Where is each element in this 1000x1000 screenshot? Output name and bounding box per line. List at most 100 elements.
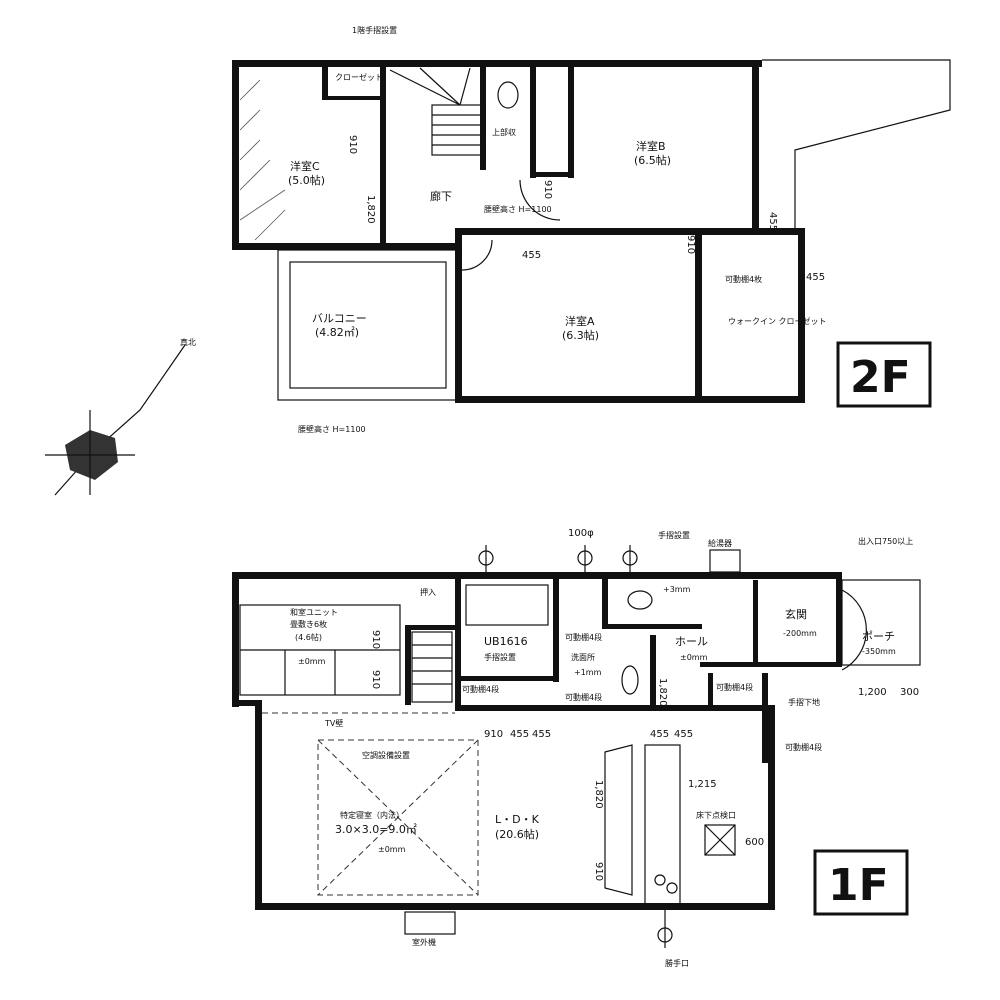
- label-shelves: 可動棚4段: [716, 682, 753, 692]
- note-handrail-base: 手摺下地: [788, 697, 820, 707]
- label-shelves: 可動棚4段: [565, 692, 602, 702]
- wall: [255, 903, 775, 910]
- note-bath-handrail: 手摺設置: [484, 652, 516, 662]
- note-aircon: 空調設備設置: [362, 750, 410, 760]
- balcony-outline: [277, 249, 459, 401]
- dimension: 455: [650, 729, 669, 740]
- label-pipe-diameter: 100φ: [568, 528, 594, 539]
- level-toilet: +3mm: [663, 585, 691, 594]
- label-shelves: 可動棚4段: [785, 742, 822, 752]
- kitchen-cabinet: [604, 744, 633, 896]
- room-bath: UB1616: [484, 635, 528, 648]
- room-oshiire: 押入: [420, 587, 436, 597]
- label-tv-wall: TV壁: [324, 718, 343, 728]
- wall: [700, 662, 840, 667]
- label-upper-storage: 上部収: [492, 127, 516, 137]
- dimension: 1,820: [365, 195, 376, 224]
- wall: [753, 580, 758, 665]
- note-handrail: 手摺設置: [658, 530, 690, 540]
- room-balcony: バルコニー: [312, 312, 367, 325]
- wall: [836, 572, 842, 667]
- dimension: 910: [542, 180, 553, 199]
- wall: [480, 60, 486, 170]
- wall: [762, 673, 768, 763]
- dimension: 455: [767, 212, 778, 231]
- room-ldk: L・D・K: [495, 813, 540, 826]
- dimension: 910: [484, 729, 503, 740]
- washbasin-icon: [621, 665, 639, 695]
- wall: [568, 60, 574, 178]
- door-swing: [461, 239, 493, 271]
- room-washitsu: 和室ユニット: [290, 607, 338, 617]
- room-western-c-size: (5.0帖): [288, 174, 325, 187]
- dimension: 910: [593, 862, 604, 881]
- dimension: 910: [685, 235, 696, 254]
- dimension: 455: [510, 729, 529, 740]
- wall: [455, 705, 775, 711]
- floor-label-2f: 2F: [850, 352, 911, 403]
- label-true-north: 真北: [180, 337, 196, 347]
- roof-outline: [762, 59, 951, 228]
- room-entrance: 玄関: [785, 607, 807, 621]
- room-western-a-size: (6.3帖): [562, 329, 599, 342]
- staircase-1f: [411, 631, 453, 703]
- wall: [695, 228, 702, 403]
- wall: [232, 700, 262, 706]
- dimension: 455: [806, 272, 825, 283]
- wall: [798, 228, 805, 403]
- dimension: 455: [674, 729, 693, 740]
- level-washitsu: ±0mm: [298, 657, 326, 666]
- stove-burner-icon: [666, 882, 678, 894]
- wall: [455, 396, 805, 403]
- wall: [530, 60, 536, 178]
- second-floor-plan: 1階手摺設置 クローゼット 洋室C (5.0帖) 洋室B (6.5帖) 洋室A …: [45, 25, 951, 496]
- staircase-2f: [389, 67, 483, 156]
- room-washitsu-sub: 畳敷き6枚: [290, 619, 327, 629]
- room-western-c: 洋室C: [290, 159, 320, 173]
- dimension: 455: [522, 250, 541, 261]
- balcony-inner: [289, 261, 447, 389]
- label-outdoor-unit: 室外機: [412, 937, 436, 947]
- wall: [232, 243, 462, 250]
- room-hall: ホール: [675, 635, 708, 648]
- dimension: 910: [370, 670, 381, 689]
- dimension: 1,820: [657, 678, 668, 707]
- inspection-hatch-icon: [704, 824, 736, 856]
- level-hall: ±0mm: [680, 653, 708, 662]
- wall: [768, 705, 775, 910]
- dimension: 600: [745, 837, 764, 848]
- dimension: 1,215: [688, 779, 717, 790]
- dimension: 300: [900, 687, 919, 698]
- toilet-icon: [627, 590, 653, 610]
- room-western-b: 洋室B: [636, 139, 666, 153]
- wall: [232, 572, 842, 579]
- note-handrail: 1階手摺設置: [352, 25, 397, 35]
- wall: [455, 572, 461, 707]
- vent-pipe-icon: [478, 545, 673, 948]
- wall: [322, 96, 386, 100]
- dimension: 1,820: [593, 780, 604, 809]
- room-porch: ポーチ: [862, 630, 895, 643]
- wall: [455, 228, 805, 235]
- room-washitsu-size: (4.6帖): [295, 632, 322, 642]
- door-swing: [519, 179, 561, 221]
- first-floor-plan: 和室ユニット 畳敷き6枚 (4.6帖) ±0mm 押入 UB1616 手摺設置 …: [232, 528, 921, 968]
- level-washroom: +1mm: [574, 668, 602, 677]
- porch-outline: [841, 579, 921, 666]
- wall: [530, 172, 574, 177]
- outdoor-unit: [404, 911, 456, 935]
- dimension: 455: [532, 729, 551, 740]
- wall: [405, 625, 411, 705]
- room-western-b-size: (6.5帖): [634, 154, 671, 167]
- wall: [255, 700, 262, 910]
- wall: [405, 625, 461, 630]
- wall: [602, 624, 702, 629]
- door-swing: [841, 589, 867, 671]
- dimension: 1,200: [858, 687, 887, 698]
- label-water-heater: 給湯器: [708, 538, 732, 548]
- floor-label-1f: 1F: [828, 860, 889, 911]
- dimension: 910: [347, 135, 358, 154]
- kitchen-counter: [644, 744, 681, 906]
- wall: [602, 572, 608, 627]
- water-heater-icon: [709, 549, 741, 573]
